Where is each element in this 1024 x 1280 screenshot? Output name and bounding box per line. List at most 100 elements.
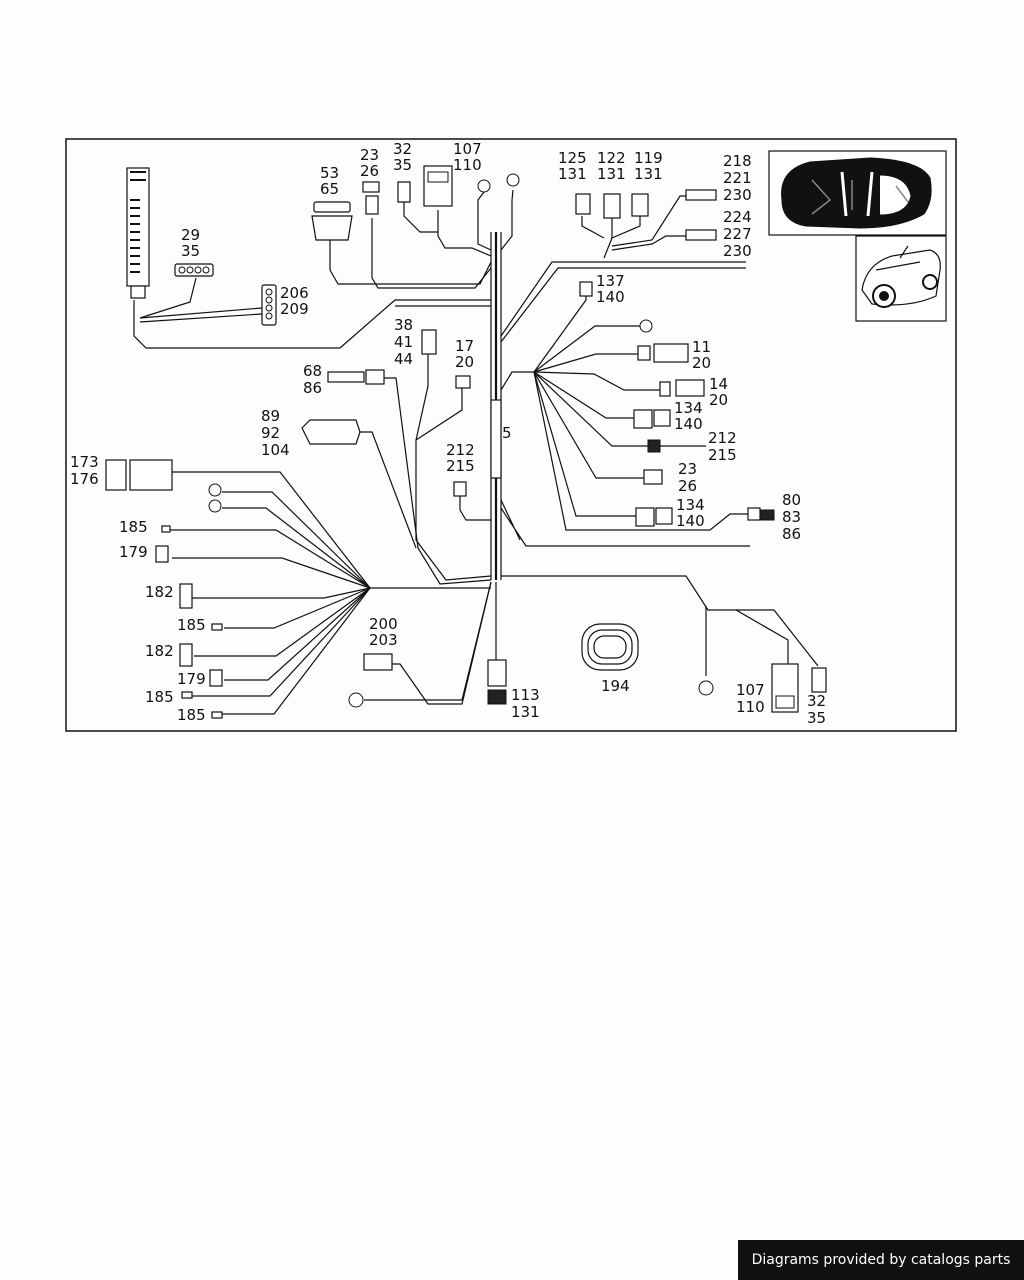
connector-212-215-c	[453, 481, 467, 497]
main-harness-trunk	[490, 232, 502, 580]
vehicle-perspective-inset	[855, 235, 947, 322]
label-182-b: 182	[145, 642, 174, 660]
connector-107-110-top	[423, 165, 453, 207]
connector-125-131	[575, 193, 591, 215]
connector-80-83-86	[747, 507, 775, 521]
connector-137-140	[579, 281, 593, 297]
control-module-tall	[126, 167, 150, 299]
top-branch	[329, 189, 514, 289]
connector-200-203	[363, 653, 393, 671]
terminal-185-b	[211, 623, 223, 631]
connector-32-35-bottom	[811, 667, 827, 693]
connector-89-92-104	[301, 419, 361, 445]
label-179-b: 179	[177, 670, 206, 688]
connector-17-20	[455, 375, 471, 389]
label-185-a: 185	[119, 518, 148, 536]
left-upper-branch	[133, 277, 491, 349]
terminal-182-b	[179, 643, 193, 667]
lower-right-exit	[500, 499, 750, 547]
label-182-a: 182	[145, 583, 174, 601]
connector-23-26-top	[362, 181, 380, 215]
terminal-179-b	[209, 669, 223, 687]
label-185-d: 185	[177, 706, 206, 724]
terminal-185-a	[161, 525, 171, 533]
diagram-frame	[65, 138, 957, 732]
connector-11-20	[637, 343, 689, 363]
connector-173-176	[105, 459, 173, 491]
bottom-branch	[364, 575, 819, 705]
connector-122-131	[603, 193, 621, 219]
label-185-c: 185	[145, 688, 174, 706]
upper-right-branch	[500, 195, 746, 343]
ring-terminal-top-b	[506, 173, 520, 187]
terminal-185-d	[211, 711, 223, 719]
connector-119-131	[631, 193, 649, 217]
connector-53-65	[311, 201, 353, 241]
connector-32-35-top	[397, 181, 411, 203]
label-5: 5	[502, 424, 512, 442]
connector-113-131	[487, 659, 507, 705]
connector-224-227-230	[685, 229, 717, 241]
connector-134-140-b	[635, 507, 673, 527]
connector-14-20	[659, 379, 705, 397]
connector-206-209	[261, 284, 277, 326]
credit-footer: Diagrams provided by catalogs parts	[738, 1240, 1024, 1280]
connector-218-221-230	[685, 189, 717, 201]
connector-38-41-44	[421, 329, 437, 355]
connector-134-140-a	[633, 409, 671, 429]
grommet-194	[581, 623, 639, 671]
terminal-185-c	[181, 691, 193, 699]
vehicle-top-view-inset	[768, 150, 947, 236]
ring-terminal-left-a	[208, 483, 222, 497]
label-185-b: 185	[177, 616, 206, 634]
ring-terminal-bottom-right	[698, 680, 714, 696]
connector-23-26-r	[643, 469, 663, 485]
ring-terminal-left-b	[208, 499, 222, 513]
label-179-a: 179	[119, 543, 148, 561]
terminal-182-a	[179, 583, 193, 609]
ring-terminal-bottom-left	[348, 692, 364, 708]
connector-107-110-bottom	[771, 663, 799, 713]
connector-29-35	[174, 263, 214, 277]
ring-terminal-right	[639, 319, 653, 333]
label-194: 194	[601, 677, 630, 695]
connector-68-86	[327, 369, 385, 385]
connector-212-215-r	[647, 439, 661, 453]
ring-terminal-top-a	[477, 179, 491, 193]
right-middle-branch	[500, 296, 748, 531]
terminal-179-a	[155, 545, 169, 563]
center-left-branch	[360, 354, 492, 585]
left-fanout	[170, 471, 491, 715]
